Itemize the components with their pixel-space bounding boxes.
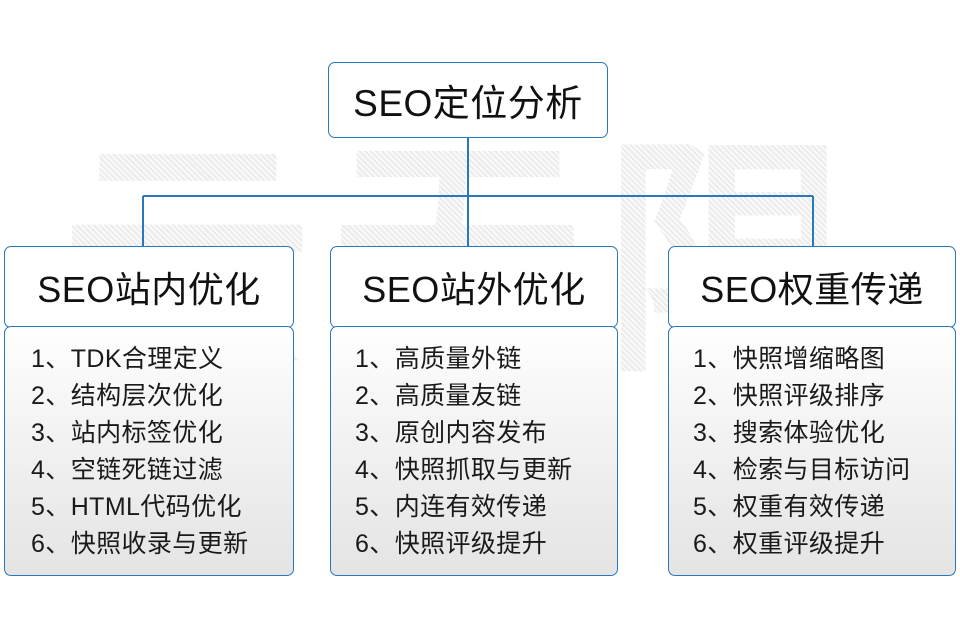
root-node-label: SEO定位分析 [353,83,583,124]
list-item: 2、结构层次优化 [31,382,224,411]
branch-item-list: 1、快照增缩略图 2、快照评级排序 3、搜索体验优化 4、检索与目标访问 5、权… [693,341,911,563]
branch-header-label: SEO权重传递 [700,269,924,310]
list-item: 6、权重评级提升 [693,530,886,559]
list-item: 4、空链死链过滤 [31,456,224,485]
list-item: 3、站内标签优化 [31,419,224,448]
branch-body-seo-onsite: 1、TDK合理定义 2、结构层次优化 3、站内标签优化 4、空链死链过滤 5、H… [4,326,294,577]
branch-column-seo-weight: SEO权重传递 1、快照增缩略图 2、快照评级排序 3、搜索体验优化 4、检索与… [668,246,956,577]
list-item: 5、权重有效传递 [693,493,886,522]
list-item: 5、HTML代码优化 [31,493,242,522]
list-item: 5、内连有效传递 [355,493,548,522]
branch-header-label: SEO站外优化 [362,269,586,310]
list-item: 2、高质量友链 [355,382,522,411]
list-item: 6、快照收录与更新 [31,530,249,559]
list-item: 1、TDK合理定义 [31,345,224,374]
branch-body-seo-offsite: 1、高质量外链 2、高质量友链 3、原创内容发布 4、快照抓取与更新 5、内连有… [330,326,618,577]
list-item: 4、快照抓取与更新 [355,456,573,485]
branch-item-list: 1、高质量外链 2、高质量友链 3、原创内容发布 4、快照抓取与更新 5、内连有… [355,341,573,563]
list-item: 3、原创内容发布 [355,419,548,448]
list-item: 3、搜索体验优化 [693,419,886,448]
root-node[interactable]: SEO定位分析 [328,62,608,138]
list-item: 2、快照评级排序 [693,382,886,411]
branch-header-seo-weight[interactable]: SEO权重传递 [668,246,956,328]
branch-header-seo-onsite[interactable]: SEO站内优化 [4,246,294,328]
list-item: 4、检索与目标访问 [693,456,911,485]
branch-column-seo-offsite: SEO站外优化 1、高质量外链 2、高质量友链 3、原创内容发布 4、快照抓取与… [330,246,618,577]
branch-column-seo-onsite: SEO站内优化 1、TDK合理定义 2、结构层次优化 3、站内标签优化 4、空链… [4,246,294,577]
list-item: 6、快照评级提升 [355,530,548,559]
branch-header-label: SEO站内优化 [37,269,261,310]
list-item: 1、快照增缩略图 [693,345,886,374]
branch-header-seo-offsite[interactable]: SEO站外优化 [330,246,618,328]
list-item: 1、高质量外链 [355,345,522,374]
branch-item-list: 1、TDK合理定义 2、结构层次优化 3、站内标签优化 4、空链死链过滤 5、H… [31,341,249,563]
branch-body-seo-weight: 1、快照增缩略图 2、快照评级排序 3、搜索体验优化 4、检索与目标访问 5、权… [668,326,956,577]
